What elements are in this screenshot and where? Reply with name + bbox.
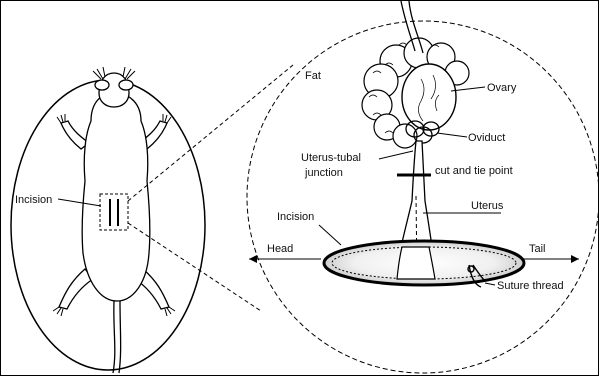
incision-left-label: Incision <box>15 194 52 206</box>
oviduct-label: Oviduct <box>468 132 505 144</box>
head-label: Head <box>267 243 293 255</box>
cut-tie-label: cut and tie point <box>435 165 513 177</box>
head-arrow-head <box>249 255 257 263</box>
tail-label: Tail <box>529 243 546 255</box>
ovary-label: Ovary <box>487 82 517 94</box>
ovary <box>402 64 456 130</box>
utj-label-line2: junction <box>304 167 343 179</box>
fat-label: Fat <box>305 70 321 82</box>
incision-right-label: Incision <box>277 211 314 223</box>
utj-label-line1: Uterus-tubal <box>301 152 361 164</box>
suture-thread-label: Suture thread <box>497 280 564 292</box>
uterus-label: Uterus <box>471 200 504 212</box>
